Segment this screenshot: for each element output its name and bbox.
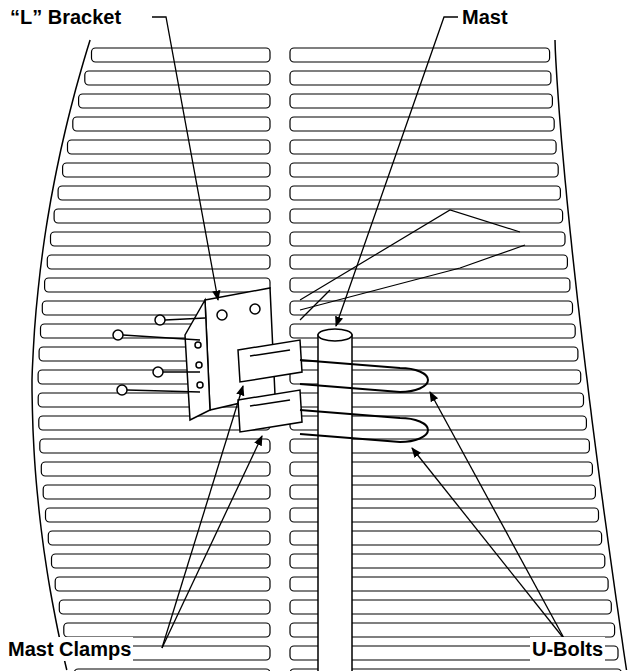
feed-arms bbox=[300, 210, 525, 320]
grid-slat bbox=[290, 140, 556, 154]
grid-slat bbox=[290, 232, 565, 246]
grid-slat bbox=[47, 255, 270, 269]
grid-slat bbox=[40, 439, 270, 453]
nuts bbox=[113, 315, 205, 395]
u-bolts bbox=[300, 360, 428, 442]
grid-slat bbox=[54, 209, 270, 223]
part-label: U-Bolts bbox=[530, 637, 605, 661]
grid-slat bbox=[48, 531, 270, 545]
grid-slat bbox=[51, 232, 271, 246]
grid-slat bbox=[39, 416, 270, 430]
grid-slat bbox=[46, 508, 271, 522]
grid-slat bbox=[74, 669, 270, 671]
grid-slat bbox=[63, 163, 270, 177]
grid-slat bbox=[55, 577, 270, 591]
grid-slat bbox=[290, 209, 563, 223]
mast bbox=[318, 329, 352, 671]
grid-slat bbox=[59, 600, 270, 614]
grid-slat bbox=[79, 94, 270, 108]
reflector-grid bbox=[32, 40, 627, 671]
grid-slat bbox=[92, 48, 271, 62]
grid-slat bbox=[290, 301, 573, 315]
grid-slat bbox=[45, 278, 270, 292]
grid-slat bbox=[290, 94, 552, 108]
grid-slat bbox=[290, 163, 558, 177]
grid-slat bbox=[290, 186, 560, 200]
part-label: Mast Clamps bbox=[6, 637, 133, 661]
grid-slat bbox=[41, 462, 270, 476]
grid-slat bbox=[73, 117, 270, 131]
leader-lines bbox=[152, 17, 565, 648]
part-label: Mast bbox=[460, 5, 510, 29]
grid-slat bbox=[58, 186, 270, 200]
grid-slat bbox=[290, 255, 567, 269]
grid-slat bbox=[52, 554, 271, 568]
mast-clamps bbox=[238, 340, 302, 432]
grid-slat bbox=[68, 140, 271, 154]
grid-slat bbox=[290, 48, 550, 62]
part-label: “L” Bracket bbox=[8, 5, 123, 29]
grid-slat bbox=[290, 117, 554, 131]
grid-slat bbox=[290, 278, 570, 292]
